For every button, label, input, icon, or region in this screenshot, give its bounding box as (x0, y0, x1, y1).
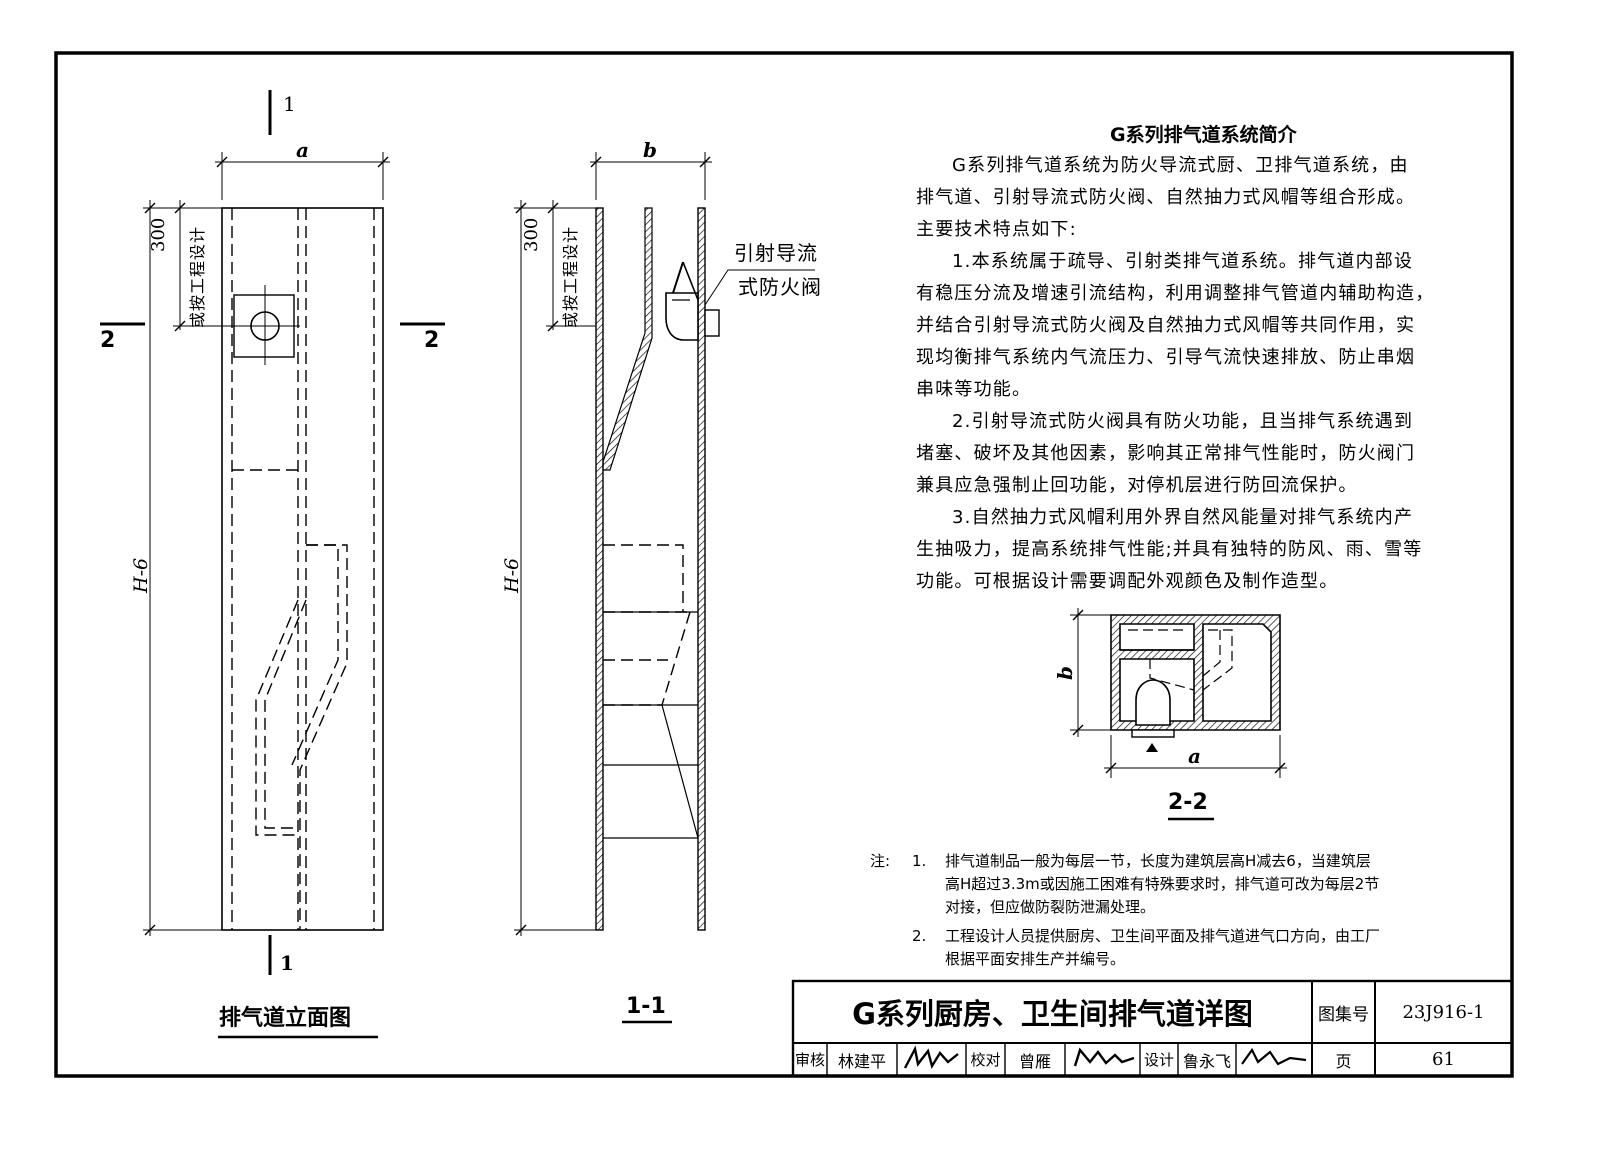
section1-dim-300: 300 (521, 217, 542, 252)
section2-dim-b: b (1053, 666, 1077, 680)
drawing-title: G系列厨房、卫生间排气道详图 (852, 997, 1253, 1031)
description-line: 并结合引射导流式防火阀及自然抽力式风帽等共同作用，实 (916, 315, 1416, 336)
description-line: 排气道、引射导流式防火阀、自然抽力式风帽等组合形成。 (916, 187, 1416, 208)
description-line: G系列排气道系统为防火导流式厨、卫排气道系统，由 (952, 155, 1409, 176)
check-label: 校对 (970, 1051, 1001, 1069)
designer-signature (1241, 1047, 1307, 1066)
note-2-line: 工程设计人员提供厨房、卫生间平面及排气道进气口方向，由工厂 (945, 927, 1381, 945)
page-number: 61 (1432, 1049, 1455, 1070)
elevation-dim-height: H-6 (130, 557, 152, 593)
cut-mark-2-right: 2 (424, 328, 440, 353)
section1-title: 1-1 (626, 994, 666, 1019)
note-2-line: 根据平面安排生产并编号。 (945, 950, 1126, 968)
section2-title: 2-2 (1168, 790, 1208, 815)
page-label: 页 (1335, 1051, 1352, 1071)
elevation-view (100, 90, 445, 1039)
valve-label-line2: 式防火阀 (738, 275, 822, 299)
description-line: 主要技术特点如下: (916, 219, 1077, 240)
description-line: 串味等功能。 (916, 379, 1032, 400)
description-line: 兼具应急强制止回功能，对停机层进行防回流保护。 (916, 475, 1358, 496)
elevation-dim-300: 300 (148, 217, 169, 252)
section1-dim-height: H-6 (501, 557, 523, 593)
title-block (791, 979, 1514, 1078)
description-line: 有稳压分流及增速引流结构，利用调整排气管道内辅助构造， (916, 283, 1435, 304)
elevation-dim-a: a (296, 138, 309, 162)
description-line: 现均衡排气系统内气流压力、引导气流快速排放、防止串烟 (916, 347, 1416, 368)
reviewer-signature (903, 1045, 959, 1070)
checker-signature (1073, 1047, 1135, 1067)
section-mark-1-bottom: 1 (280, 951, 294, 975)
section1-dim-note: 或按工程设计 (561, 225, 580, 328)
atlas-label: 图集号 (1318, 1004, 1369, 1025)
design-label: 设计 (1143, 1051, 1174, 1069)
valve-label-line1: 引射导流 (734, 241, 818, 265)
section-mark-1-top: 1 (283, 92, 296, 116)
description-line: 2.引射导流式防火阀具有防火功能，且当排气系统遇到 (952, 411, 1414, 432)
notes-label: 注: (870, 852, 891, 870)
sheet-frame (54, 51, 1514, 1078)
cut-mark-2-left: 2 (100, 328, 116, 353)
checker-name: 曾雁 (1018, 1051, 1051, 1071)
note-1-line: 排气道制品一般为每层一节，长度为建筑层高H减去6，当建筑层 (945, 852, 1371, 870)
description-title: G系列排气道系统简介 (1110, 124, 1297, 146)
reviewer-name: 林建平 (837, 1051, 886, 1071)
section-1-1-view (514, 152, 815, 1024)
designer-name: 鲁永飞 (1182, 1051, 1231, 1071)
description-line: 功能。可根据设计需要调配外观颜色及制作造型。 (916, 571, 1339, 592)
atlas-number: 23J916-1 (1402, 1001, 1485, 1023)
note-1-num: 1. (912, 852, 927, 870)
description-line: 生抽吸力，提高系统排气性能;并具有独特的防风、雨、雪等 (916, 539, 1423, 560)
section2-dim-a: a (1188, 744, 1201, 768)
description-line: 1.本系统属于疏导、引射类排气道系统。排气道内部设 (952, 251, 1414, 272)
section-2-2-view (1070, 608, 1287, 821)
elevation-dim-note: 或按工程设计 (188, 225, 207, 328)
section1-dim-b: b (643, 138, 657, 162)
note-2-num: 2. (912, 927, 927, 945)
note-1-line: 高H超过3.3m或因施工困难有特殊要求时，排气道可改为每层2节 (945, 875, 1380, 893)
description-line: 堵塞、破坏及其他因素，影响其正常排气性能时，防火阀门 (916, 443, 1416, 464)
elevation-title: 排气道立面图 (219, 1006, 352, 1031)
description-line: 3.自然抽力式风帽利用外界自然风能量对排气系统内产 (952, 507, 1414, 528)
review-label: 审核 (794, 1051, 825, 1069)
note-1-line: 对接，但应做防裂防泄漏处理。 (945, 898, 1156, 916)
